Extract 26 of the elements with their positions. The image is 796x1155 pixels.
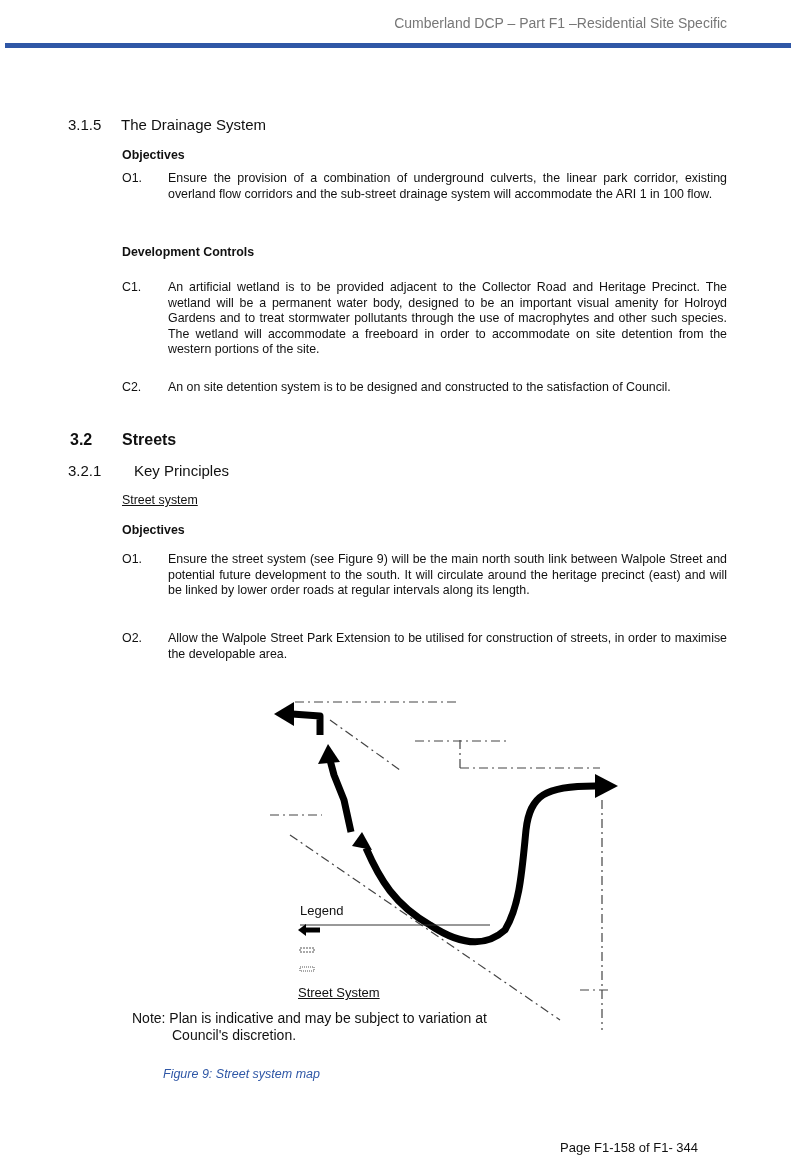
subheading: Objectives (122, 148, 186, 164)
item-number: O1. (122, 171, 143, 187)
section-heading: The Drainage System (121, 117, 268, 133)
item-number: C2. (122, 380, 143, 396)
item-number: C1. (122, 280, 143, 296)
section-heading: Streets (122, 432, 178, 448)
subheading: Development Controls (122, 245, 256, 261)
figure-caption: Figure 9: Street system map (163, 1067, 321, 1083)
legend-title: Legend (300, 903, 345, 919)
page-number: Page F1-158 of F1- 344 (560, 1140, 700, 1155)
section-number: 3.1.5 (68, 117, 103, 133)
paragraph: Ensure the provision of a combination of underground culverts, the linear park corridor, existing overland flow corridors and the sub-street drainage system will accommodate the ARI 1 in 100 flow. (168, 171, 727, 203)
item-number: O1. (122, 552, 143, 568)
map-title: Street System (298, 985, 381, 1001)
paragraph: Ensure the street system (see Figure 9) will be the main north south link between Walpole Street and potential future development to the south. It will circulate around the heritage precinct (east) and will be linked by lower order roads at regular intervals along its length. (168, 552, 727, 599)
paragraph: Allow the Walpole Street Park Extension to be utilised for construction of streets, in order to maximise the developable area. (168, 631, 727, 663)
paragraph: An on site detention system is to be designed and constructed to the satisfaction of Council. (168, 380, 672, 396)
paragraph: An artificial wetland is to be provided adjacent to the Collector Road and Heritage Precinct. The wetland will be a permanent water body, designed to be an important visual amenity for Holroyd Gardens and to treat stormwater pollutants through the use of macrophytes and other such species. The wetland will accommodate a freeboard in order to accommodate on site detention from the western portions of the site. (168, 280, 727, 358)
map-note: Note: Plan is indicative and may be subject to variation at Council's discretion. (132, 1010, 488, 1044)
running-header: Cumberland DCP – Part F1 –Residential Site Specific (393, 16, 727, 32)
section-number: 3.2.1 (68, 463, 103, 479)
subheading: Objectives (122, 523, 186, 539)
section-heading: Key Principles (134, 463, 231, 479)
section-number: 3.2 (70, 432, 94, 448)
subheading: Street system (122, 493, 199, 509)
item-number: O2. (122, 631, 143, 647)
